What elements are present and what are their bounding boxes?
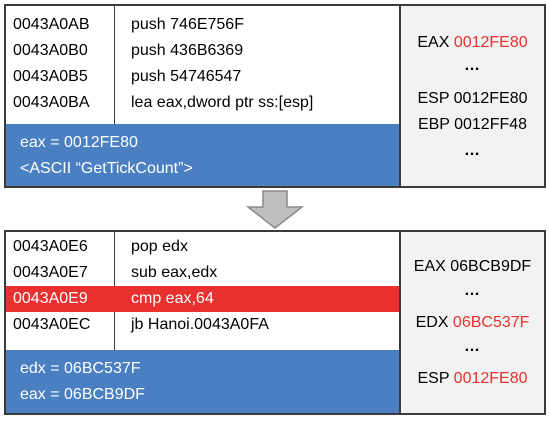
info-line: eax = 0012FE80 — [20, 134, 138, 151]
bottom-debugger-panel: 0043A0E6 pop edx 0043A0E7 sub eax,edx 00… — [4, 230, 546, 415]
top-debugger-panel: 0043A0AB push 746E756F 0043A0B0 push 436… — [4, 4, 546, 188]
code-row[interactable]: 0043A0AB push 746E756F — [6, 12, 399, 38]
code-row[interactable]: 0043A0EC jb Hanoi.0043A0FA — [6, 312, 399, 338]
register-edx[interactable]: EDX 06BC537F — [401, 314, 544, 332]
disassembly-listing: 0043A0E6 pop edx 0043A0E7 sub eax,edx 00… — [6, 232, 401, 350]
code-row-highlighted[interactable]: 0043A0E9 cmp eax,64 — [6, 286, 399, 312]
code-row[interactable]: 0043A0E7 sub eax,edx — [6, 260, 399, 286]
address: 0043A0B0 — [13, 42, 88, 59]
instruction: push 436B6369 — [131, 42, 244, 59]
register-name: EAX — [417, 34, 450, 51]
code-row[interactable]: 0043A0B0 push 436B6369 — [6, 38, 399, 64]
address: 0043A0B5 — [13, 68, 88, 85]
instruction: push 54746547 — [131, 68, 242, 85]
address: 0043A0E6 — [13, 238, 88, 255]
ellipsis: … — [464, 338, 481, 355]
registers-pane: EAX 0012FE80 … ESP 0012FE80 EBP 0012FF48… — [401, 6, 544, 186]
info-line: eax = 06BCB9DF — [20, 386, 145, 403]
info-line: <ASCII “GetTickCount”> — [20, 160, 193, 177]
info-pane: eax = 0012FE80 <ASCII “GetTickCount”> — [6, 124, 401, 186]
instruction: sub eax,edx — [131, 264, 218, 281]
down-arrow-icon — [245, 190, 305, 229]
address: 0043A0E9 — [13, 290, 88, 307]
register-esp[interactable]: ESP 0012FE80 — [401, 370, 544, 388]
address: 0043A0BA — [13, 94, 90, 111]
address: 0043A0AB — [13, 16, 90, 33]
instruction: cmp eax,64 — [131, 290, 214, 307]
info-pane: edx = 06BC537F eax = 06BCB9DF — [6, 350, 401, 413]
info-line: edx = 06BC537F — [20, 360, 141, 377]
address: 0043A0E7 — [13, 264, 88, 281]
register-eax[interactable]: EAX 06BCB9DF — [413, 258, 532, 275]
registers-pane: EAX 06BCB9DF … EDX 06BC537F … ESP 0012FE… — [401, 232, 544, 413]
ellipsis: … — [464, 142, 481, 159]
register-value: 06BC537F — [452, 314, 530, 331]
register-eax[interactable]: EAX 0012FE80 — [401, 34, 544, 52]
code-row[interactable]: 0043A0B5 push 54746547 — [6, 64, 399, 90]
disassembly-listing: 0043A0AB push 746E756F 0043A0B0 push 436… — [6, 6, 401, 124]
instruction: push 746E756F — [131, 16, 244, 33]
register-esp[interactable]: ESP 0012FE80 — [417, 90, 528, 107]
address: 0043A0EC — [13, 316, 91, 333]
code-row[interactable]: 0043A0BA lea eax,dword ptr ss:[esp] — [6, 90, 399, 116]
instruction: pop edx — [131, 238, 188, 255]
ellipsis: … — [464, 282, 481, 299]
register-value: 0012FE80 — [453, 34, 528, 51]
instruction: lea eax,dword ptr ss:[esp] — [131, 94, 314, 111]
register-name: EDX — [415, 314, 449, 331]
ellipsis: … — [464, 57, 481, 74]
register-ebp[interactable]: EBP 0012FF48 — [417, 116, 528, 133]
code-row[interactable]: 0043A0E6 pop edx — [6, 234, 399, 260]
register-value: 0012FE80 — [453, 370, 528, 387]
instruction: jb Hanoi.0043A0FA — [131, 316, 269, 333]
column-divider — [114, 6, 115, 124]
register-name: ESP — [417, 370, 450, 387]
